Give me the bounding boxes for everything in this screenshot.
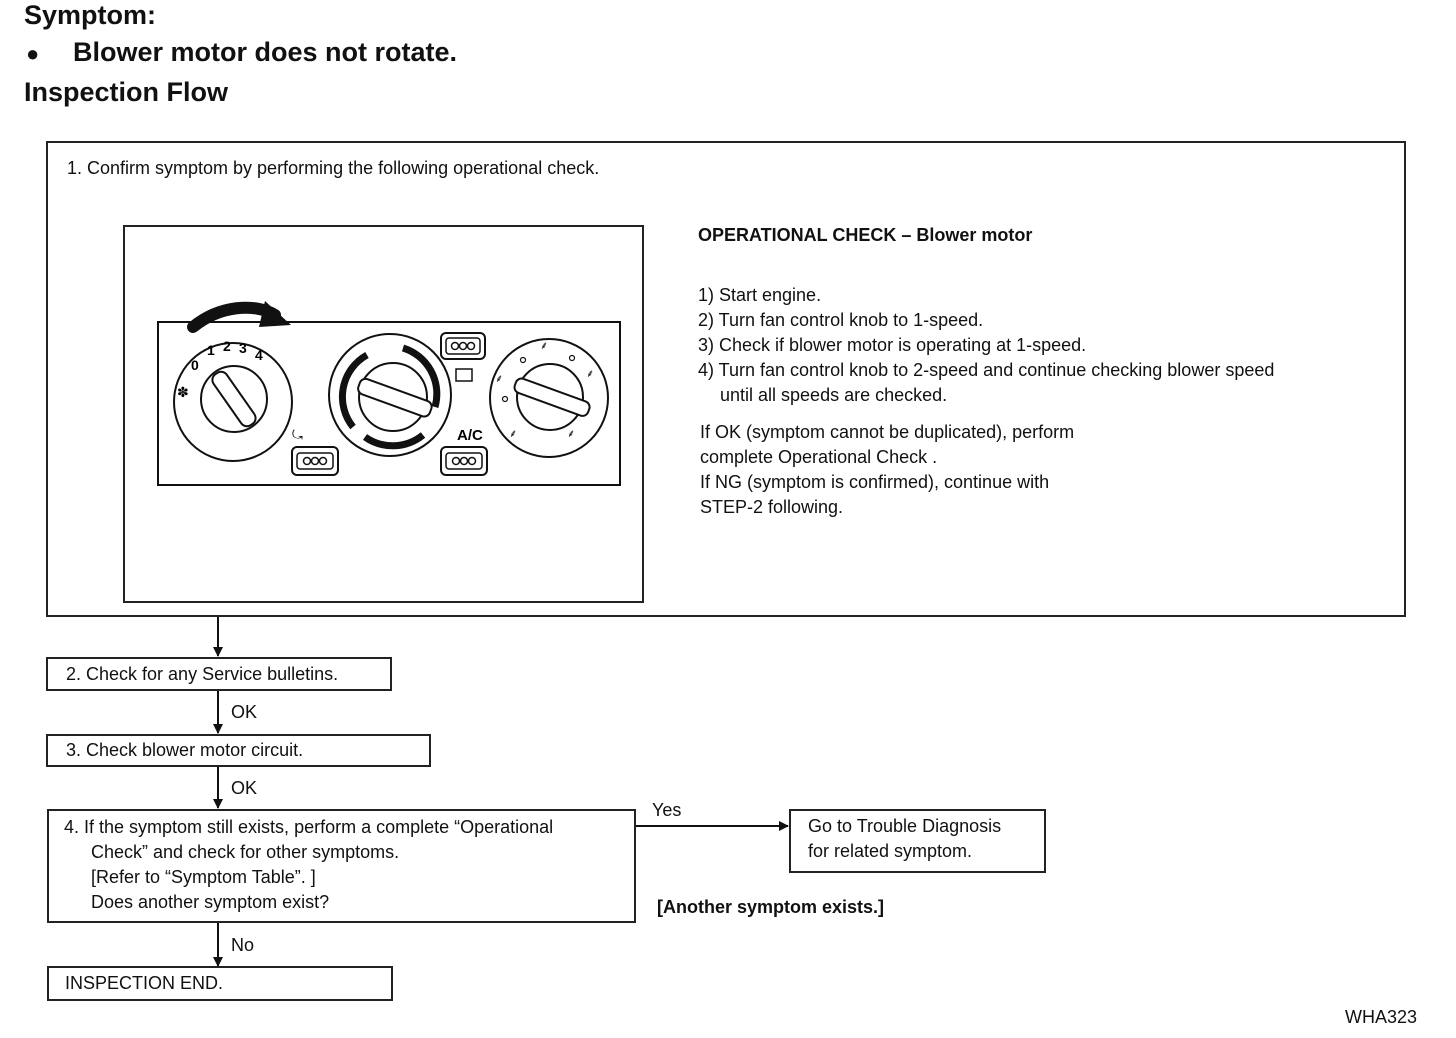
step1-title: 1. Confirm symptom by performing the fol… [67,158,600,178]
step3-box: 3. Check blower motor circuit. [46,734,431,767]
fan-speed-knob[interactable] [173,342,293,462]
fan-icon: ✽ [177,385,189,401]
trouble-line-2: for related symptom. [808,841,973,861]
step4-line-1: 4. If the symptom still exists, perform … [64,817,554,837]
mode-foot-icon: ⸙ [509,427,517,440]
ac-button[interactable] [440,446,488,476]
step4-line-4: Does another symptom exist? [91,892,330,912]
trouble-line-1: Go to Trouble Diagnosis [808,816,1002,836]
recirculation-button[interactable] [291,446,339,476]
step4-line-3: [Refer to “Symptom Table”. ] [91,867,316,887]
result-line-3: If NG (symptom is confirmed), continue w… [700,472,1050,492]
result-line-4: STEP-2 following. [700,497,844,517]
ok-label-2: OK [231,778,258,798]
check-step-1: 1) Start engine. [698,285,822,305]
operational-check-title: OPERATIONAL CHECK – Blower motor [698,225,1033,245]
ac-label: A/C [457,427,483,444]
mode-foot-defrost-icon: ⸙ [586,367,594,380]
symptom-text: Blower motor does not rotate. [73,37,458,67]
defrost-button[interactable] [440,332,486,360]
check-step-2: 2) Turn fan control knob to 1-speed. [698,310,984,330]
fan-speed-0: 0 [191,357,199,373]
temperature-knob[interactable] [328,333,452,457]
mode-defrost-icon: ⸙ [567,427,575,440]
fan-speed-3: 3 [239,340,247,356]
fan-speed-1: 1 [207,342,215,358]
trouble-diagnosis-box: Go to Trouble Diagnosis for related symp… [789,809,1046,873]
step2-box: 2. Check for any Service bulletins. [46,657,392,691]
bullet-icon: ● [26,41,40,66]
check-step-3: 3) Check if blower motor is operating at… [698,335,1087,355]
step4-box: 4. If the symptom still exists, perform … [47,809,636,923]
mode-face-icon: ⸙ [540,339,548,352]
result-line-2: complete Operational Check . [700,447,938,467]
recirculation-icon: ⤿ [292,428,303,443]
another-symptom-label: [Another symptom exists.] [657,897,885,917]
no-label: No [231,935,255,955]
mode-bilevel-icon: ⸙ [495,372,503,385]
inspection-end-text: INSPECTION END. [65,973,224,993]
check-step-4: 4) Turn fan control knob to 2-speed and … [698,360,1275,380]
symptom-heading: Symptom: [24,0,157,30]
step4-line-2: Check” and check for other symptoms. [91,842,400,862]
step3-text: 3. Check blower motor circuit. [66,740,304,760]
yes-label: Yes [652,800,682,820]
ok-label-1: OK [231,702,258,722]
step2-text: 2. Check for any Service bulletins. [66,664,339,684]
fan-speed-4: 4 [255,347,263,363]
result-line-1: If OK (symptom cannot be duplicated), pe… [700,422,1075,442]
mode-knob[interactable] [489,338,609,458]
rear-defrost-icon [455,368,473,382]
fan-speed-2: 2 [223,338,231,354]
inspection-flow-title: Inspection Flow [24,77,229,107]
inspection-end-box: INSPECTION END. [47,966,393,1001]
check-step-4-cont: until all speeds are checked. [720,385,948,405]
step1-box: 1. Confirm symptom by performing the fol… [46,141,1406,617]
control-panel-figure: 0 1 2 3 4 ✽ [123,225,644,603]
figure-id: WHA323 [1345,1007,1418,1027]
control-panel-drawing: 0 1 2 3 4 ✽ [157,301,621,486]
